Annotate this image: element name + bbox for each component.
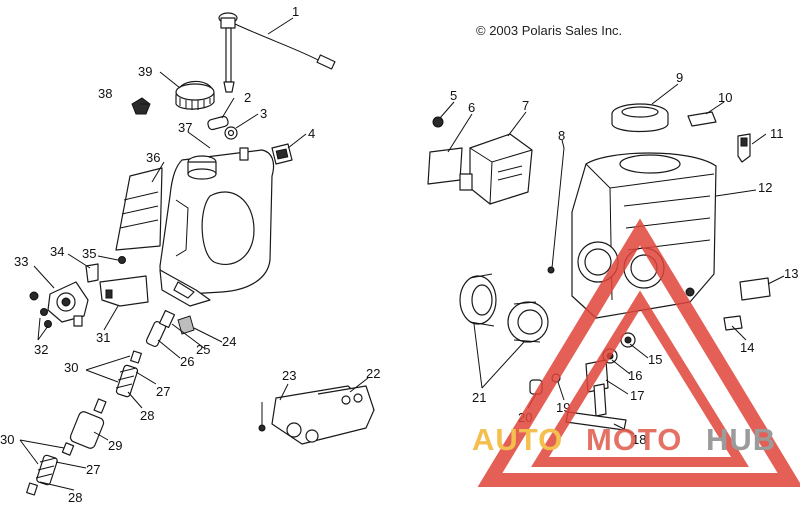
callout-35: 35 xyxy=(82,246,96,261)
callout-26: 26 xyxy=(180,354,194,369)
part-tank-cap xyxy=(175,80,215,110)
callout-5: 5 xyxy=(450,88,457,103)
callout-9: 9 xyxy=(676,70,683,85)
callout-14: 14 xyxy=(740,340,754,355)
part-fuel-valve xyxy=(47,281,89,327)
callout-17: 17 xyxy=(630,388,644,403)
callout-3: 3 xyxy=(260,106,267,121)
part-outlet-fitting xyxy=(145,309,195,348)
part-fuel-line-upper xyxy=(115,350,142,398)
callout-11: 11 xyxy=(770,126,784,141)
callout-25: 25 xyxy=(196,342,210,357)
part-decal-side xyxy=(739,277,771,301)
watermark: AUTO MOTO HUB xyxy=(472,218,800,487)
callout-29: 29 xyxy=(108,438,122,453)
callout-36: 36 xyxy=(146,150,160,165)
watermark-moto: MOTO xyxy=(586,422,682,457)
callout-4: 4 xyxy=(308,126,315,141)
part-intake-boot-2 xyxy=(507,301,549,343)
callout-39: 39 xyxy=(138,64,152,79)
part-airbox-screw xyxy=(432,116,444,128)
callout-37: 37 xyxy=(178,120,192,135)
callout-23: 23 xyxy=(282,368,296,383)
part-airbox-pad xyxy=(427,147,463,185)
part-fuel-sender xyxy=(218,12,336,93)
callout-18: 18 xyxy=(632,432,646,447)
part-washer xyxy=(224,126,238,140)
part-intake-ring xyxy=(611,103,669,133)
callout-21: 21 xyxy=(472,390,486,405)
callout-22: 22 xyxy=(366,366,380,381)
part-intake-boot-1 xyxy=(459,273,497,327)
callout-10: 10 xyxy=(718,90,732,105)
callout-30-lower: 30 xyxy=(0,432,14,447)
copyright-text: © 2003 Polaris Sales Inc. xyxy=(476,23,622,38)
callout-1: 1 xyxy=(292,4,299,19)
callout-33: 33 xyxy=(14,254,28,269)
callout-32: 32 xyxy=(34,342,48,357)
callout-28-upper: 28 xyxy=(140,408,154,423)
watermark-hub: HUB xyxy=(706,422,776,457)
part-latch xyxy=(737,133,751,163)
part-bolt xyxy=(118,256,126,264)
part-fuel-filter xyxy=(61,398,107,456)
callout-13: 13 xyxy=(784,266,798,281)
callout-30-upper: 30 xyxy=(64,360,78,375)
part-fuel-tank xyxy=(159,147,275,307)
callout-38: 38 xyxy=(98,86,112,101)
callout-2: 2 xyxy=(244,90,251,105)
part-clip xyxy=(271,143,293,165)
part-mount-bracket xyxy=(258,385,375,445)
part-control-module xyxy=(459,133,533,205)
callout-28-lower: 28 xyxy=(68,490,82,505)
watermark-auto: AUTO xyxy=(472,422,563,457)
part-bracket xyxy=(85,263,149,307)
callout-7: 7 xyxy=(522,98,529,113)
part-fitting xyxy=(207,115,229,131)
callout-6: 6 xyxy=(468,100,475,115)
callout-27-lower: 27 xyxy=(86,462,100,477)
callout-12: 12 xyxy=(758,180,772,195)
part-screws xyxy=(29,291,52,328)
part-long-bolt xyxy=(547,147,565,274)
callout-15: 15 xyxy=(648,352,662,367)
part-tank-pad xyxy=(115,167,163,251)
part-decal-top xyxy=(687,111,717,127)
callout-27-upper: 27 xyxy=(156,384,170,399)
part-small-pad xyxy=(723,315,743,331)
part-fuel-line-lower xyxy=(26,454,58,496)
callout-24: 24 xyxy=(222,334,236,349)
watermark-logo xyxy=(477,218,800,487)
callout-31: 31 xyxy=(96,330,110,345)
callout-8: 8 xyxy=(558,128,565,143)
callout-16: 16 xyxy=(628,368,642,383)
part-grommet xyxy=(131,97,151,115)
callout-34: 34 xyxy=(50,244,64,259)
